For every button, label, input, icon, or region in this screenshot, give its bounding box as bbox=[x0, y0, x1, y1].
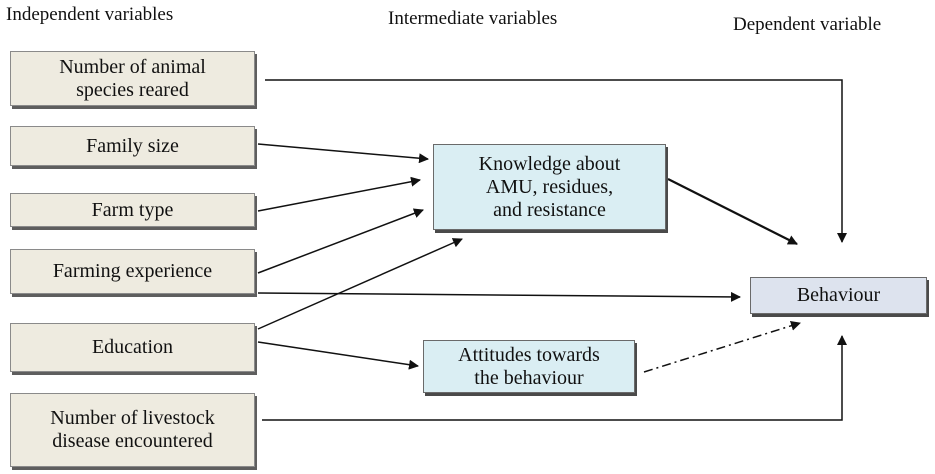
node-farm-type: Farm type bbox=[10, 193, 255, 227]
node-attitudes: Attitudes towards the behaviour bbox=[423, 340, 635, 393]
header-intermediate: Intermediate variables bbox=[388, 8, 558, 29]
edge-attitudes-behaviour bbox=[643, 320, 801, 373]
node-behaviour: Behaviour bbox=[750, 277, 927, 314]
edge-experience-knowledge bbox=[257, 208, 424, 274]
edge-species-behaviour bbox=[265, 79, 847, 243]
edge-education-attitudes bbox=[257, 341, 419, 370]
edge-disease-behaviour bbox=[262, 335, 847, 421]
node-species: Number of animal species reared bbox=[10, 51, 255, 106]
edge-family-knowledge bbox=[257, 143, 429, 164]
node-livestock-disease: Number of livestock disease encountered bbox=[10, 393, 255, 467]
edge-farmtype-knowledge bbox=[257, 176, 421, 212]
node-family-size: Family size bbox=[10, 126, 255, 166]
header-independent: Independent variables bbox=[6, 4, 174, 25]
edge-knowledge-behaviour bbox=[667, 178, 798, 245]
node-education: Education bbox=[10, 323, 255, 372]
header-dependent: Dependent variable bbox=[733, 14, 882, 35]
node-knowledge: Knowledge about AMU, residues, and resis… bbox=[433, 144, 666, 230]
node-farming-experience: Farming experience bbox=[10, 249, 255, 294]
edge-education-knowledge bbox=[257, 238, 463, 330]
